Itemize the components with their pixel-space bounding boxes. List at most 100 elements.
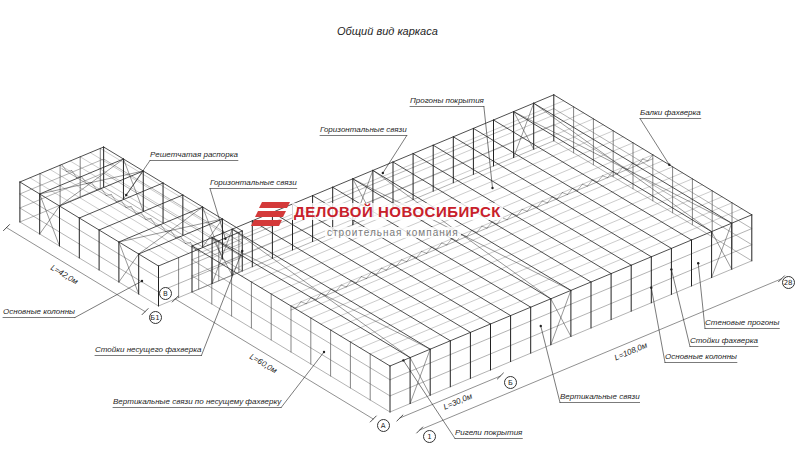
lattice-strut — [131, 207, 136, 214]
roof-girder — [393, 162, 591, 282]
main-column — [513, 112, 514, 158]
leader-dot — [125, 194, 127, 196]
leader-dot — [668, 164, 670, 166]
dimension-lines — [4, 225, 785, 433]
lattice-strut — [412, 256, 417, 258]
wall-bracing — [514, 112, 534, 150]
leader-dot — [224, 238, 226, 240]
roof-purlin — [271, 143, 633, 294]
end-wall-girt — [20, 159, 104, 194]
end-wall-girt — [554, 109, 752, 229]
main-column — [272, 212, 273, 258]
wind-column — [198, 249, 199, 289]
main-column — [450, 341, 451, 387]
roof-girder — [232, 229, 430, 349]
lattice-strut — [572, 188, 577, 190]
watermark: ДЕЛОВОЙ НОВОСИБИРСК — [292, 203, 503, 220]
logo-bar — [259, 202, 290, 208]
lattice-strut — [562, 193, 567, 195]
label-underline — [640, 118, 701, 119]
main-column — [691, 240, 692, 286]
wind-column — [60, 165, 61, 205]
lattice-strut — [593, 180, 598, 182]
leader-line — [201, 251, 242, 356]
callout-label: Ригели покрытия — [455, 428, 522, 438]
callout-label: Балки фахверка — [640, 108, 701, 118]
roof-girder — [20, 147, 104, 182]
main-column — [158, 266, 159, 306]
lattice-strut — [432, 247, 437, 249]
lattice-strut — [542, 201, 547, 203]
axis-marker: 28 — [782, 276, 795, 289]
leader-line — [126, 161, 150, 196]
lattice-strut — [582, 184, 587, 186]
wind-column — [271, 294, 272, 340]
wind-column — [613, 131, 614, 177]
lattice-strut — [331, 289, 336, 291]
end-wall-girt — [20, 173, 104, 208]
roof-girder — [554, 95, 752, 215]
main-column — [19, 182, 20, 222]
callout-label: Прогоны покрытия — [410, 96, 484, 106]
wind-column — [291, 306, 292, 352]
wall-girt — [104, 159, 243, 243]
main-column — [533, 103, 534, 149]
label-underline — [150, 160, 238, 161]
roof-bracing — [60, 159, 124, 206]
callout-label: Горизонтальные связи — [210, 178, 297, 188]
lattice-strut — [77, 177, 82, 178]
callout-label: Стеновые прогоны — [705, 318, 779, 328]
wind-column — [178, 258, 179, 298]
axis-marker: 1 — [423, 430, 436, 443]
axis-marker: Б1 — [149, 311, 162, 324]
lattice-strut — [371, 272, 376, 274]
lattice-strut — [91, 183, 96, 190]
callout-label: Стойки несущего фахверка — [95, 345, 201, 355]
leader-line — [541, 326, 560, 403]
label-underline — [320, 135, 407, 136]
main-column — [510, 316, 511, 362]
roof-purlin — [80, 157, 219, 241]
lattice-strut — [156, 225, 161, 226]
wall-girt — [104, 147, 243, 231]
leader-line — [640, 119, 669, 165]
label-underline — [560, 402, 640, 403]
roof-girder — [252, 221, 450, 341]
label-underline — [410, 106, 484, 107]
leader-dot — [697, 262, 699, 264]
lattice-strut — [116, 201, 121, 202]
axis-marker: А — [377, 419, 390, 432]
roof-purlin — [70, 161, 209, 245]
lattice-strut — [452, 239, 457, 241]
wall-bracing — [212, 229, 232, 283]
main-column — [430, 349, 431, 395]
lattice-strut — [62, 169, 201, 253]
wind-column — [573, 107, 574, 153]
main-column — [493, 120, 494, 166]
main-column — [59, 206, 60, 246]
wall-girt — [192, 125, 554, 276]
roof-purlin — [311, 167, 673, 318]
leader-dot — [323, 351, 325, 353]
wall-girt — [192, 95, 554, 246]
lattice-strut — [121, 201, 126, 208]
lattice-strut — [512, 214, 517, 216]
main-column — [651, 257, 652, 303]
leader-line — [484, 107, 493, 189]
leader-line — [651, 288, 665, 363]
roof-bracing — [40, 171, 144, 194]
dimension-tick — [417, 427, 423, 433]
callout-label: Вертикальные связи — [560, 392, 640, 402]
lattice-strut — [161, 225, 166, 232]
logo-bar — [255, 211, 286, 217]
leader-line — [698, 263, 705, 328]
roof-purlin — [50, 169, 189, 253]
lattice-strut — [62, 165, 67, 172]
label-underline — [113, 407, 281, 408]
leader-line — [383, 136, 407, 174]
main-column — [490, 324, 491, 370]
wind-column — [330, 330, 331, 376]
wall-girt — [390, 229, 752, 380]
roof-bracing — [119, 219, 223, 242]
leader-dot — [402, 359, 404, 361]
